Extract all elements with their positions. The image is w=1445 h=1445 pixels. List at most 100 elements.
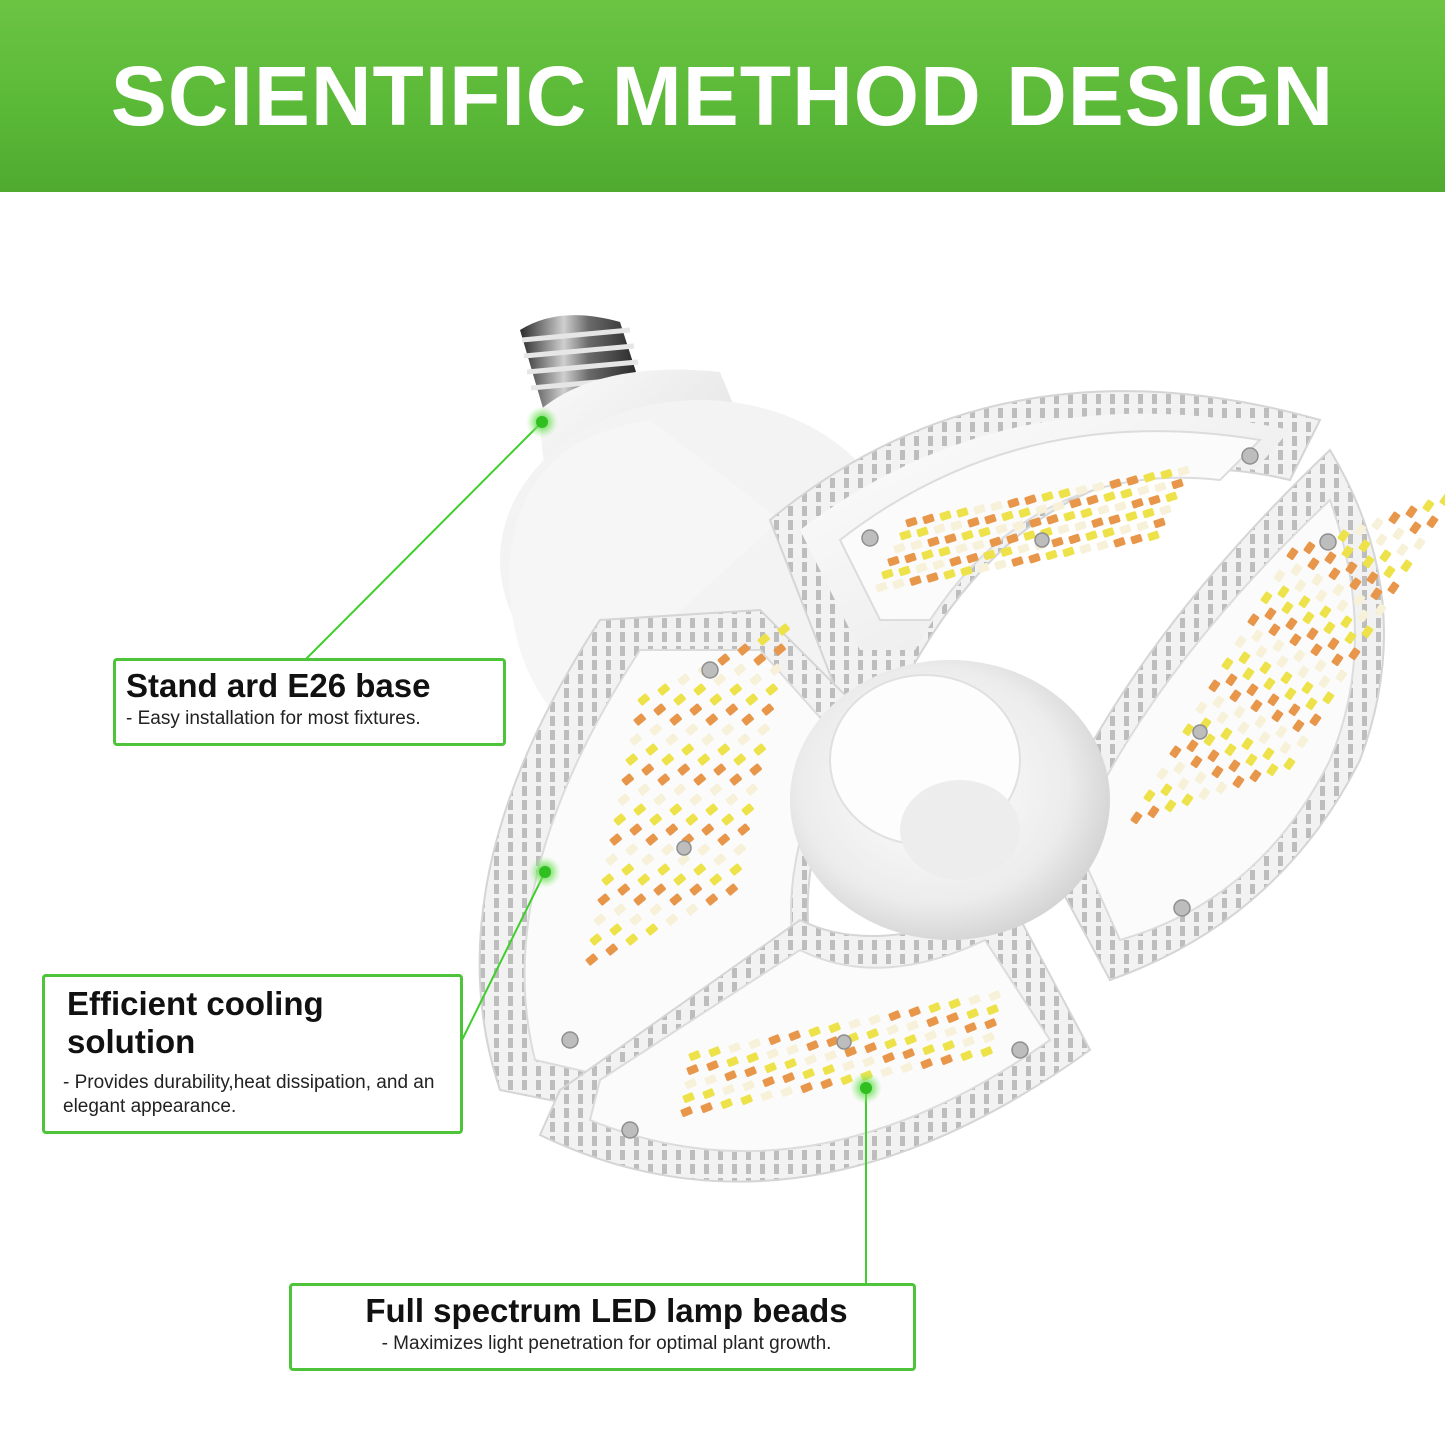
led-bead — [1250, 699, 1263, 712]
led-bead — [1109, 478, 1122, 489]
led-bead — [1439, 493, 1445, 506]
led-bead — [1080, 507, 1093, 519]
led-bead — [984, 513, 997, 525]
led-bead — [753, 653, 766, 666]
led-bead — [765, 683, 778, 696]
led-bead — [964, 1022, 977, 1033]
led-panel-right — [1038, 448, 1385, 982]
led-bead — [840, 1074, 853, 1085]
led-bead — [1062, 546, 1075, 558]
led-bead — [1307, 557, 1320, 570]
led-bead — [902, 1048, 915, 1059]
led-bead — [684, 1078, 697, 1089]
led-bead — [708, 1046, 721, 1057]
led-bead — [1182, 723, 1195, 736]
led-bead — [661, 753, 674, 766]
led-bead — [940, 1054, 953, 1065]
led-bead — [1007, 497, 1020, 509]
led-bead — [724, 1070, 737, 1081]
led-bead — [645, 743, 658, 756]
led-bead — [887, 555, 900, 567]
led-bead — [1290, 563, 1303, 576]
led-bead — [1057, 523, 1070, 535]
led-bead — [685, 903, 698, 916]
led-bead — [1063, 510, 1076, 522]
led-bead — [1045, 549, 1058, 561]
led-bead — [685, 723, 698, 736]
led-bead — [1234, 635, 1247, 648]
led-bead — [764, 1062, 777, 1073]
led-bead — [677, 673, 690, 686]
led-bead — [633, 713, 646, 726]
led-bead — [1262, 747, 1275, 760]
led-bead — [1331, 653, 1344, 666]
led-bead — [1280, 671, 1293, 684]
led-bead — [613, 903, 626, 916]
led-bead — [629, 823, 642, 836]
led-bead — [1091, 517, 1104, 528]
led-bead — [697, 843, 710, 856]
led-bead — [950, 520, 963, 531]
led-bead — [713, 673, 726, 686]
led-bead — [1198, 787, 1211, 800]
led-bead — [1358, 539, 1371, 552]
led-bead — [955, 543, 968, 554]
led-bead — [744, 1066, 757, 1077]
led-bead — [1215, 781, 1228, 794]
led-bead — [1041, 491, 1054, 502]
led-bead — [1246, 683, 1259, 696]
led-bead — [1319, 605, 1332, 618]
led-bead — [705, 803, 718, 816]
led-bead — [760, 1090, 773, 1101]
led-bead — [1058, 488, 1071, 499]
led-bead — [1164, 799, 1177, 812]
led-bead — [1311, 573, 1324, 586]
led-bead — [685, 813, 698, 826]
led-bead — [621, 773, 634, 786]
led-bead — [927, 536, 940, 547]
led-bead — [1011, 556, 1024, 567]
led-bead — [649, 723, 662, 736]
led-bead — [806, 1040, 819, 1051]
led-bead — [649, 813, 662, 826]
led-bead — [665, 733, 678, 746]
led-beads-top — [875, 465, 1190, 593]
led-bead — [905, 516, 918, 528]
led-bead — [1286, 547, 1299, 560]
header-banner: SCIENTIFIC METHOD DESIGN — [0, 0, 1445, 192]
led-bead — [1349, 577, 1362, 590]
led-bead — [1237, 721, 1250, 734]
led-bead — [944, 1026, 957, 1037]
led-bead — [737, 733, 750, 746]
led-bead — [1000, 546, 1013, 557]
led-bead — [822, 1064, 835, 1075]
led-bead — [773, 643, 786, 656]
led-bead — [1074, 520, 1087, 532]
panel-screws — [561, 447, 1337, 1139]
led-bead — [1136, 520, 1149, 532]
led-bead — [653, 883, 666, 896]
led-bead — [966, 552, 979, 564]
led-bead — [1203, 733, 1216, 746]
led-bead — [1085, 530, 1098, 541]
led-bead — [1190, 755, 1203, 768]
led-bead — [757, 633, 770, 646]
led-bead — [637, 873, 650, 886]
led-bead — [1370, 587, 1383, 600]
led-bead — [709, 693, 722, 706]
led-bead — [808, 1026, 821, 1037]
led-bead — [1075, 484, 1088, 496]
led-bead — [748, 1038, 761, 1049]
led-bead — [1310, 643, 1323, 656]
led-bead — [1396, 543, 1409, 556]
led-bead — [686, 1064, 699, 1075]
led-bead — [1225, 673, 1238, 686]
led-bead — [1207, 749, 1220, 762]
led-bead — [920, 1058, 933, 1069]
led-bead — [682, 1092, 695, 1103]
led-bead — [1336, 599, 1349, 612]
led-bead — [973, 504, 986, 515]
led-bead — [677, 853, 690, 866]
led-bead — [990, 500, 1003, 512]
